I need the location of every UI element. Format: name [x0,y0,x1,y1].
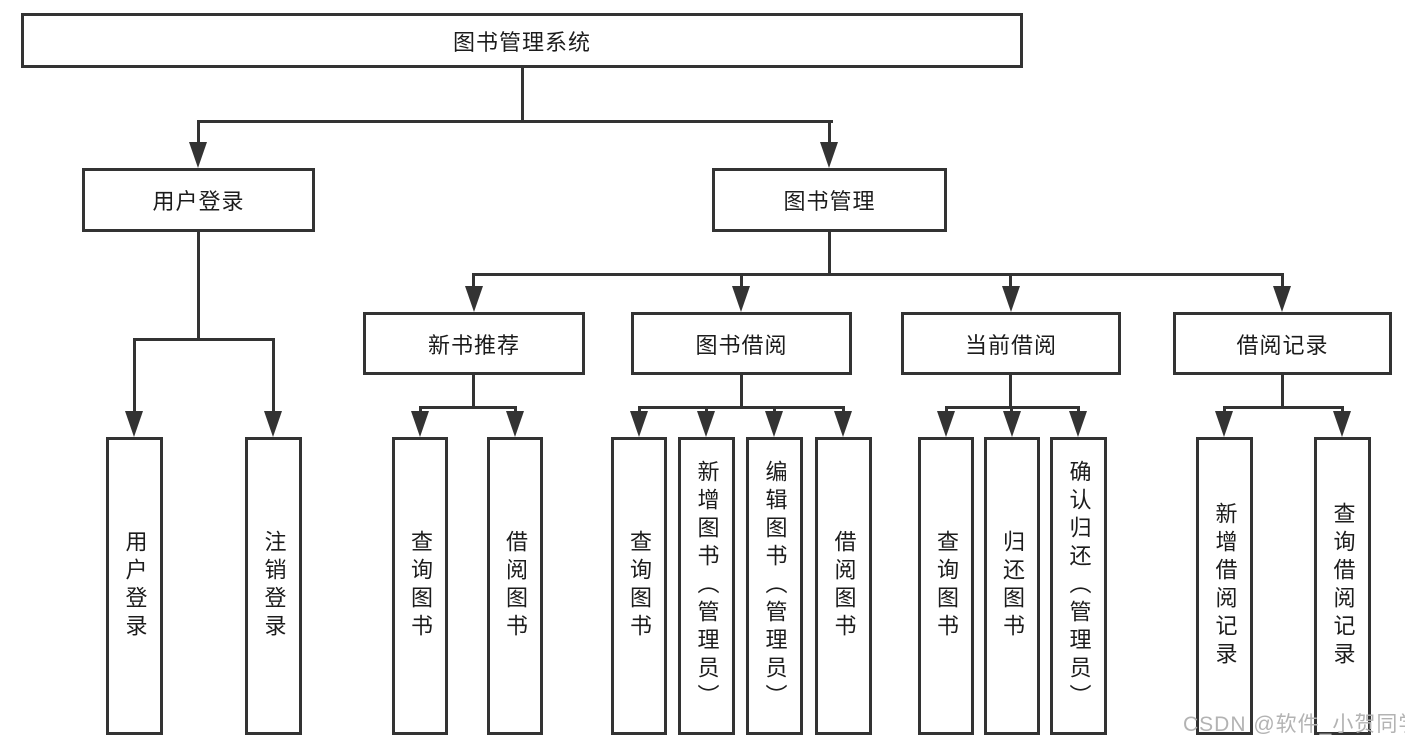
arrowhead-query-borrow-record [1333,411,1351,437]
edge-root-rail [197,120,833,123]
edge-user-login-rail [133,338,275,341]
arrowhead-return-books [1003,411,1021,437]
leaf-edit-book-admin: 编辑图书（管理员） [746,437,803,735]
leaf-query-borrow-record: 查询借阅记录 [1314,437,1371,735]
edge-root-stem [521,68,524,120]
edge-user-login-stem [197,232,200,338]
arrowhead-leaf-user-login [125,411,143,437]
leaf-logout: 注销登录 [245,437,302,735]
watermark: CSDN @软件_小贺同学 [1183,713,1405,736]
arrowhead-borrowing-records [1273,286,1291,312]
edge-new-book-rail [419,406,517,409]
edge-stub [638,406,641,413]
leaf-return-books: 归还图书 [984,437,1040,735]
leaf-add-borrow-record: 新增借阅记录 [1196,437,1253,735]
edge-stub [514,406,517,413]
edge-drop-new-book [472,273,475,288]
arrowhead-query-books-3 [937,411,955,437]
arrowhead-borrow-books-1 [506,411,524,437]
edge-stub [705,406,708,413]
edge-stub [1010,406,1013,413]
node-user-login: 用户登录 [82,168,315,232]
edge-book-borrowing-stem [740,375,743,406]
edge-book-borrowing-rail [638,406,845,409]
edge-borrowing-records-stem [1281,375,1284,406]
arrowhead-book-management [820,142,838,168]
arrowhead-new-book [465,286,483,312]
edge-drop-book-borrowing [740,273,743,288]
arrowhead-query-books-2 [630,411,648,437]
edge-book-management-rail [473,273,1283,276]
edge-drop-current-borrowing [1009,273,1012,288]
arrowhead-add-borrow-record [1215,411,1233,437]
edge-book-management-stem [828,232,831,273]
arrowhead-confirm-return [1069,411,1087,437]
leaf-confirm-return-admin: 确认归还（管理员） [1050,437,1107,735]
leaf-borrow-books-1: 借阅图书 [487,437,543,735]
edge-new-book-stem [472,375,475,406]
node-borrowing-records: 借阅记录 [1173,312,1392,375]
edge-borrowing-records-rail [1223,406,1344,409]
arrowhead-book-borrowing [732,286,750,312]
edge-drop-borrowing-records [1281,273,1284,288]
arrowhead-leaf-logout [264,411,282,437]
arrowhead-borrow-books-2 [834,411,852,437]
node-current-borrowing: 当前借阅 [901,312,1121,375]
edge-stub [1077,406,1080,413]
leaf-user-login: 用户登录 [106,437,163,735]
edge-current-borrowing-stem [1009,375,1012,406]
leaf-borrow-books-2: 借阅图书 [815,437,872,735]
arrowhead-user-login [189,142,207,168]
arrowhead-current-borrowing [1002,286,1020,312]
leaf-add-book-admin: 新增图书（管理员） [678,437,735,735]
edge-stub [773,406,776,413]
arrowhead-edit-book [765,411,783,437]
edge-stub [1223,406,1226,413]
edge-drop-user-login [197,120,200,146]
arrowhead-add-book [697,411,715,437]
edge-stub [419,406,422,413]
leaf-query-books-1: 查询图书 [392,437,448,735]
edge-drop-book-management [828,120,831,146]
node-library-management-system: 图书管理系统 [21,13,1023,68]
node-book-borrowing: 图书借阅 [631,312,852,375]
edge-stub [842,406,845,413]
edge-drop-leaf-logout [272,338,275,411]
edge-drop-leaf-user-login [133,338,136,411]
leaf-query-books-2: 查询图书 [611,437,667,735]
edge-stub [945,406,948,413]
arrowhead-query-books-1 [411,411,429,437]
edge-stub [1341,406,1344,413]
node-new-book-recommend: 新书推荐 [363,312,585,375]
leaf-query-books-3: 查询图书 [918,437,974,735]
node-book-management: 图书管理 [712,168,947,232]
